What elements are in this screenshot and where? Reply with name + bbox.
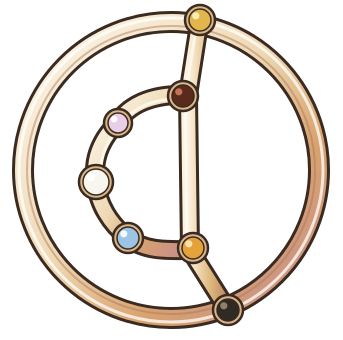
inner-bar — [185, 18, 229, 312]
gem-upper-bar — [168, 81, 198, 111]
gem-stone — [182, 237, 204, 259]
gem-highlight — [192, 12, 199, 19]
gem-stone — [117, 227, 139, 249]
gem-top — [185, 5, 215, 35]
gem-arc-lower — [113, 223, 143, 253]
gem-stone — [172, 85, 194, 107]
gem-highlight — [220, 302, 227, 309]
gem-lower-bar — [178, 233, 208, 263]
gem-stone — [189, 9, 211, 31]
gem-arc-upper — [104, 109, 132, 137]
gem-highlight — [111, 116, 118, 123]
gem-stone — [108, 113, 128, 133]
gem-arc-middle — [79, 165, 113, 199]
gem-highlight — [185, 240, 192, 247]
gem-stone — [217, 299, 239, 321]
outer-ring — [19, 18, 323, 322]
gem-highlight — [87, 173, 95, 181]
gem-stone — [83, 169, 109, 195]
gem-bottom — [213, 295, 243, 325]
gem-highlight — [175, 88, 182, 95]
gem-highlight — [120, 230, 127, 237]
